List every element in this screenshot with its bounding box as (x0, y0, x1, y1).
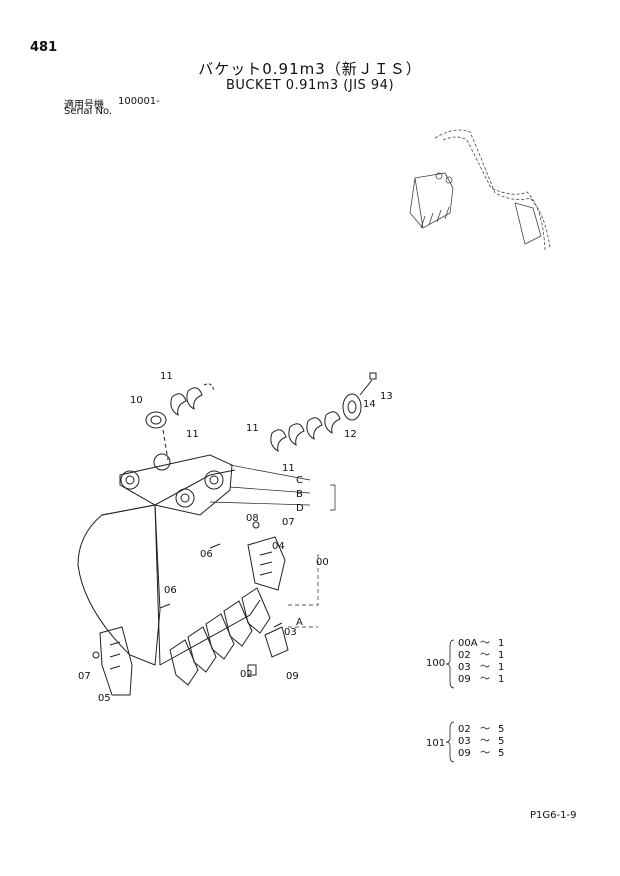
bracket-boss-right (204, 470, 224, 490)
svg-text:02: 02 (458, 724, 471, 735)
bucket-exploded-diagram (77, 372, 377, 696)
assembly-100-id: 100 (426, 658, 445, 669)
pin-02 (247, 664, 257, 676)
side-cutter-04 (247, 536, 286, 591)
tooth-row (169, 587, 271, 686)
assembly-100-row: 09 〜 1 (458, 674, 504, 685)
label-a: A (296, 617, 303, 628)
serial-label-en: Serial No. (64, 106, 113, 117)
excavator-inset-illustration (409, 129, 551, 251)
assembly-100-row: 02 〜 1 (458, 650, 504, 661)
label-11: 11 (186, 429, 199, 440)
label-03: 03 (284, 627, 297, 638)
bucket-side-plate (154, 504, 161, 666)
svg-text:00A: 00A (458, 638, 478, 649)
bolt-06b (159, 603, 171, 609)
svg-text:1: 1 (498, 650, 504, 661)
side-cutter-05 (99, 626, 133, 696)
svg-text:〜: 〜 (480, 650, 490, 661)
svg-text:03: 03 (458, 662, 471, 673)
label-11: 11 (246, 423, 259, 434)
svg-text:5: 5 (498, 724, 504, 735)
label-08: 08 (246, 513, 259, 524)
svg-text:1: 1 (498, 662, 504, 673)
nut-07 (92, 651, 100, 659)
assembly-100-row: 03 〜 1 (458, 662, 504, 673)
label-07: 07 (282, 517, 295, 528)
nut-08 (252, 521, 260, 529)
label-06: 06 (200, 549, 213, 560)
svg-text:1: 1 (498, 674, 504, 685)
tooth-point-03 (264, 626, 289, 658)
svg-text:〜: 〜 (480, 674, 490, 685)
label-12: 12 (344, 429, 357, 440)
shim-11a (170, 393, 187, 417)
bushing-10 (145, 411, 167, 429)
bucket-shell (77, 504, 161, 666)
svg-text:5: 5 (498, 748, 504, 759)
label-04: 04 (272, 541, 285, 552)
assembly-tables: 100 00A 〜 1 02 〜 1 03 〜 1 09 〜 1 101 02 … (426, 638, 504, 763)
svg-text:03: 03 (458, 736, 471, 747)
label-00: 00 (316, 557, 329, 568)
footer-code: P1G6-1-9 (530, 810, 577, 821)
svg-text:09: 09 (458, 674, 471, 685)
page-title-en: BUCKET 0.91m3 (JIS 94) (225, 78, 395, 93)
bucket-top-edge (101, 469, 236, 516)
label-06: 06 (164, 585, 177, 596)
svg-text:09: 09 (458, 748, 471, 759)
label-07: 07 (78, 671, 91, 682)
ring-12 (342, 393, 362, 421)
assembly-100-row: 00A 〜 1 (458, 638, 504, 649)
label-05: 05 (98, 693, 111, 704)
label-10: 10 (130, 395, 143, 406)
svg-text:〜: 〜 (480, 662, 490, 673)
page-title-jp: バケット0.91m3（新ＪＩＳ） (198, 60, 422, 78)
svg-text:〜: 〜 (480, 724, 490, 735)
bracket-boss-left (120, 470, 140, 490)
svg-text:〜: 〜 (480, 638, 490, 649)
assembly-101-row: 02 〜 5 (458, 724, 504, 735)
assembly-101-row: 03 〜 5 (458, 736, 504, 747)
assembly-101-row: 09 〜 5 (458, 748, 504, 759)
label-02: 02 (240, 669, 253, 680)
svg-text:02: 02 (458, 650, 471, 661)
label-c: C (296, 475, 303, 486)
bolt-06a (209, 543, 221, 549)
svg-text:〜: 〜 (480, 748, 490, 759)
bolt-13 (359, 379, 373, 396)
label-13: 13 (380, 391, 393, 402)
svg-text:5: 5 (498, 736, 504, 747)
serial-label-jp: 適用号機 (64, 100, 104, 111)
part-callouts: 11 10 11 11 11 12 13 14 C B D 08 07 06 0… (78, 371, 393, 704)
label-b: B (296, 489, 303, 500)
assembly-101-id: 101 (426, 738, 445, 749)
page-number: 481 (30, 40, 58, 55)
svg-text:1: 1 (498, 638, 504, 649)
bracket-boss-lower (175, 488, 195, 508)
label-11: 11 (160, 371, 173, 382)
label-14: 14 (363, 399, 376, 410)
label-d: D (296, 503, 304, 514)
svg-text:〜: 〜 (480, 736, 490, 747)
serial-value: 100001- (118, 96, 160, 107)
shim-11b (270, 429, 287, 453)
label-11: 11 (282, 463, 295, 474)
label-09: 09 (286, 671, 299, 682)
